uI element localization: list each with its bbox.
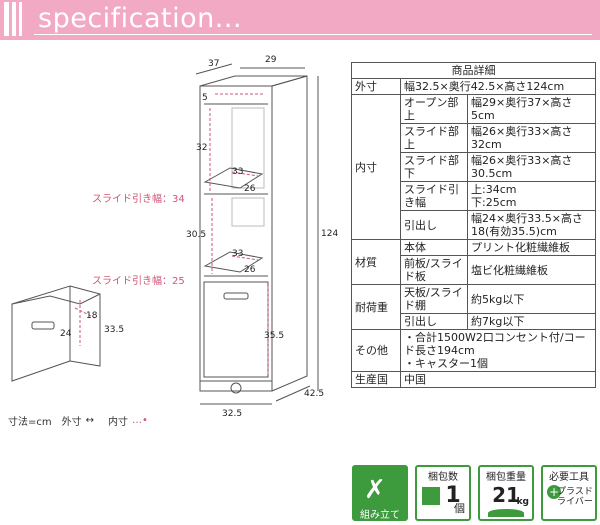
cabinet-front [199,85,273,392]
package-count-unit: 個 [454,502,465,515]
table-row: 前板/スライド板 塩ビ化粧繊維板 [352,255,596,285]
dim-height-total: 124 [321,229,338,239]
row-val: 中国 [400,371,596,388]
row-val: 約5kg以下 [467,284,596,314]
row-sub: スライド部下 [400,152,468,182]
row-val: 幅32.5×奥行42.5×高さ124cm [400,78,596,95]
dim-drawer-height: 35.5 [264,331,284,341]
header-bar-decoration [19,2,22,36]
dim-middle: 30.5 [186,230,206,240]
required-tool-name: プラスドライバー [557,487,593,507]
spec-heading: 商品詳細 [351,62,596,79]
row-cat: 材質 [351,239,401,285]
row-val: プリント化粧繊維板 [467,239,596,256]
table-row: 生産国 中国 [351,371,596,388]
dim-slide-width-upper: 33 [232,167,243,177]
table-row: 外寸 幅32.5×奥行42.5×高さ124cm [351,78,596,95]
row-cat: 外寸 [351,78,401,95]
spec-table: 商品詳細 外寸 幅32.5×奥行42.5×高さ124cm 内寸 オープン部上 幅… [351,62,596,388]
required-tool-icon: 必要工具 + プラスドライバー [541,465,597,521]
dim-drawer-d: 33.5 [104,325,124,335]
legend-unit: 寸法=cm [8,417,52,428]
row-sub: 前板/スライド板 [400,255,468,285]
header-rule [34,34,592,35]
plus-screwdriver-icon: + [547,485,561,499]
package-count-value: 1 [445,483,461,508]
table-row: スライド部上 幅26×奥行33×高さ32cm [352,123,596,153]
package-count-icon: 梱包数 1 個 [415,465,471,521]
header-bar-decoration [4,2,9,36]
row-sub: スライド引き幅 [400,181,468,211]
info-icons: ✗ 組み立て 梱包数 1 個 梱包重量 21 kg 必要工具 + プラスドライバ… [352,465,598,523]
cabinet-side [271,75,308,392]
legend-inner: 内寸 [108,417,129,428]
box-icon [422,487,440,505]
row-sub: 天板/スライド棚 [400,284,468,314]
table-row: スライド引き幅 上:34cm 下:25cm [352,181,596,211]
row-val: 上:34cm 下:25cm [467,181,596,211]
page-title: specification... [38,3,243,34]
table-row: 材質 本体 プリント化粧繊維板 [351,239,596,285]
slide-tray-upper [203,167,264,189]
inner-arrow-icon: …• [132,415,148,426]
package-weight-value: 21 [492,483,520,507]
tools-icon: ✗ [364,475,386,505]
dim-base-depth: 42.5 [304,389,324,399]
package-weight-unit: kg [516,497,529,507]
product-dimension-drawing: 37 29 124 5 32 33 26 30.5 33 26 35.5 32.… [11,55,338,419]
dim-slide-depth-upper: 26 [244,184,256,194]
row-val: 幅26×奥行33×高さ32cm [467,123,596,153]
row-val: 幅26×奥行33×高さ30.5cm [467,152,596,182]
row-sub: 本体 [400,239,468,256]
table-row: 耐荷重 天板/スライド棚 約5kg以下 [351,284,596,330]
dim-width-top: 29 [265,55,277,65]
row-val: 幅24×奥行33.5×高さ18(有効35.5)cm [467,210,596,240]
row-sub: オープン部上 [400,94,468,124]
row-sub: 引出し [400,313,468,330]
dim-slide-depth-lower: 26 [244,265,256,275]
row-val: ・合計1500W2口コンセント付/コード長さ194cm ・キャスター1個 [400,329,596,372]
row-val: 約7kg以下 [467,313,596,330]
dim-base-width: 32.5 [222,409,242,419]
package-count-label: 梱包数 [428,472,458,483]
dim-upper-open: 32 [196,143,207,153]
table-row: 内寸 オープン部上 幅29×奥行37×高さ5cm [351,94,596,240]
caster [230,382,242,394]
package-weight-label: 梱包重量 [486,472,526,483]
dimension-legend: 寸法=cm 外寸 ↔ 内寸 …• [8,413,148,428]
slide-tray-lower [203,251,264,273]
outer-arrow-icon: ↔ [85,415,95,426]
row-cat: 生産国 [351,371,401,388]
scale-icon [488,509,524,517]
drawer-front [203,281,269,378]
assembly-label: 組み立て [360,510,400,521]
table-row: その他 ・合計1500W2口コンセント付/コード長さ194cm ・キャスター1個 [351,329,596,372]
package-weight-icon: 梱包重量 21 kg [478,465,534,521]
section-header: specification... [0,0,600,40]
slide-label-upper: スライド引き幅：34 [92,192,185,205]
assembly-icon: ✗ 組み立て [352,465,408,521]
row-sub: スライド部上 [400,123,468,153]
row-cat: その他 [351,329,401,372]
required-tool-label: 必要工具 [549,472,589,483]
dim-depth-top: 37 [208,59,219,69]
row-val: 塩ビ化粧繊維板 [467,255,596,285]
dim-slide-width-lower: 33 [232,249,243,259]
dim-top-offset: 5 [202,93,208,103]
dim-drawer-h: 18 [86,311,98,321]
row-cat: 耐荷重 [351,284,401,330]
table-row: スライド部下 幅26×奥行33×高さ30.5cm [352,152,596,182]
header-bar-decoration [12,2,16,36]
row-val: 幅29×奥行37×高さ5cm [467,94,596,124]
row-cat: 内寸 [351,94,401,240]
row-sub: 引出し [400,210,468,240]
dim-drawer-w: 24 [60,329,72,339]
legend-outer: 外寸 [61,417,82,428]
slide-label-lower: スライド引き幅：25 [92,274,185,287]
